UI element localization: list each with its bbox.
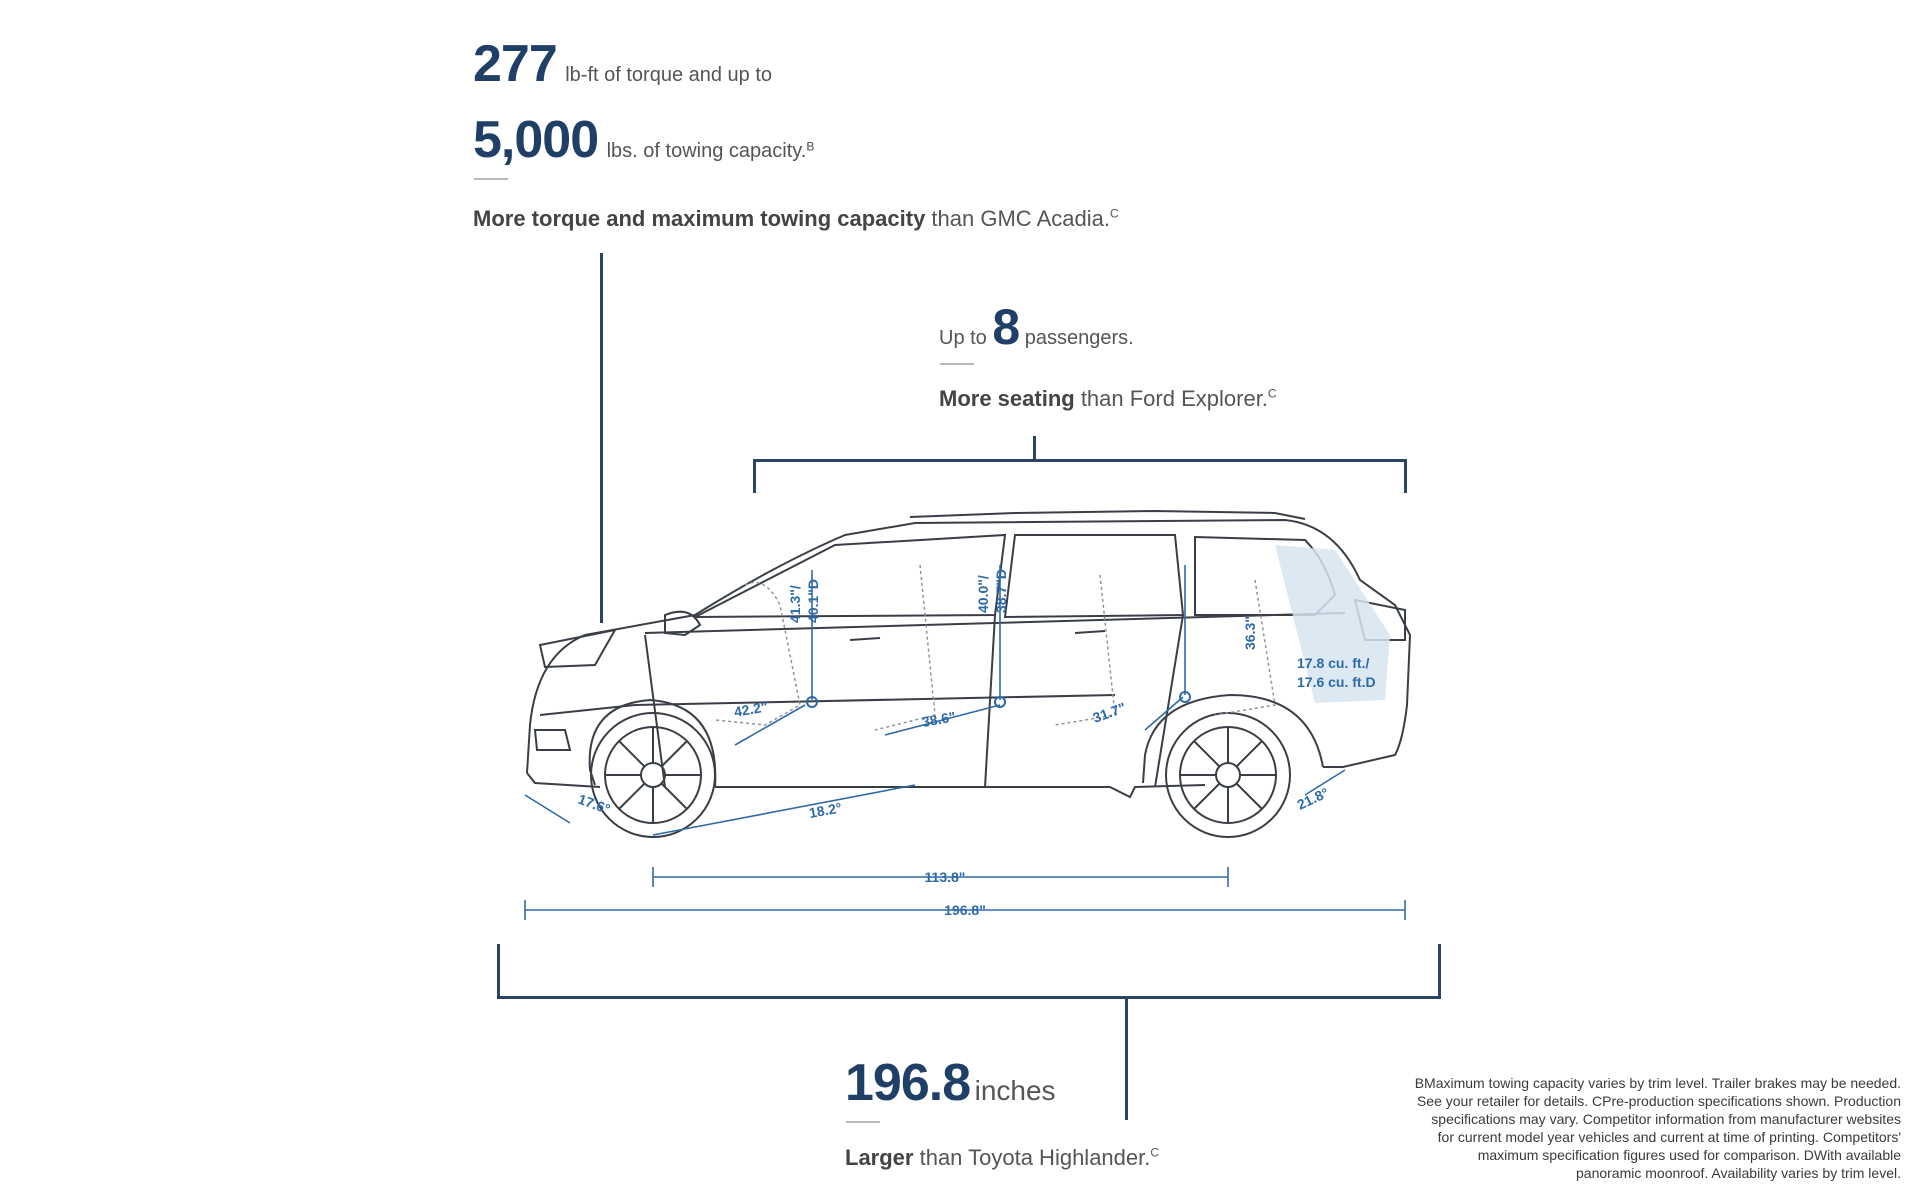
passengers-stat: Up to 8 passengers. [939, 298, 1134, 356]
torque-statement: More torque and maximum towing capacity … [473, 206, 1119, 232]
footnote-line-5: maximum specification figures used for c… [1477, 1147, 1901, 1163]
length-divider [846, 1121, 880, 1123]
seating-statement-rest: than Ford Explorer. [1074, 386, 1268, 411]
length-statement: Larger than Toyota Highlander.C [845, 1145, 1159, 1171]
length-bracket-bottom [497, 996, 1441, 999]
passengers-divider [940, 363, 974, 365]
legroom-rear-label: 31.7" [1091, 699, 1128, 726]
length-statement-rest: than Toyota Highlander. [913, 1145, 1151, 1170]
cargo-label-2: 17.6 cu. ft.D [1297, 674, 1376, 690]
seating-statement-bold: More seating [939, 386, 1075, 411]
passengers-pre: Up to [939, 327, 993, 349]
passenger-bracket-right [1404, 459, 1407, 493]
dimension-lines [524, 565, 1406, 920]
legroom-front-label: 42.2" [733, 698, 769, 720]
torque-divider [474, 178, 508, 180]
headroom-rear-label: 36.3" [1242, 616, 1258, 650]
passenger-bracket-left [753, 459, 756, 493]
torque-leader-line [600, 253, 603, 623]
passengers-value: 8 [992, 299, 1020, 355]
overall-length-label: 196.8" [944, 902, 986, 918]
seat-outlines [714, 564, 1276, 731]
footnote-line-1: BMaximum towing capacity varies by trim … [1414, 1075, 1901, 1091]
towing-value: 5,000 [473, 111, 599, 169]
passenger-bracket-stem [1033, 436, 1036, 459]
length-bracket-right [1438, 944, 1441, 999]
cargo-label-1: 17.8 cu. ft./ [1297, 655, 1369, 671]
towing-text: lbs. of towing capacity. [606, 140, 807, 162]
towing-stat: 5,000 lbs. of towing capacity.B [473, 110, 814, 170]
torque-statement-rest: than GMC Acadia. [925, 206, 1110, 231]
length-unit: inches [974, 1075, 1056, 1106]
footnote: BMaximum towing capacity varies by trim … [1346, 1074, 1901, 1182]
departure-angle-label: 21.8° [1295, 784, 1332, 812]
cargo-area-highlight [1275, 545, 1390, 703]
length-stat: 196.8 inches [845, 1053, 1056, 1113]
torque-stat: 277 lb-ft of torque and up to [473, 34, 772, 94]
footnote-line-6: panoramic moonroof. Availability varies … [1576, 1165, 1901, 1181]
headroom-mid-label-2: 38.7"D [993, 569, 1009, 613]
length-bracket-left [497, 944, 500, 999]
passenger-bracket-top [753, 459, 1407, 462]
approach-angle-label: 17.6° [576, 791, 612, 817]
torque-statement-note: C [1109, 206, 1119, 221]
footnote-line-3: specifications may vary. Competitor info… [1431, 1111, 1901, 1127]
headroom-front-label: 41.3"/ [787, 585, 803, 623]
front-wheel [590, 712, 716, 838]
dimension-points [806, 691, 1191, 708]
breakover-angle-label: 18.2° [808, 799, 843, 820]
passengers-post: passengers. [1019, 327, 1134, 349]
towing-note: B [806, 139, 815, 154]
torque-text: lb-ft of torque and up to [565, 64, 773, 86]
vehicle-outline [526, 509, 1412, 799]
footnote-line-2: See your retailer for details. CPre-prod… [1416, 1093, 1901, 1109]
headroom-mid-label: 40.0"/ [975, 575, 991, 613]
dimension-labels: 41.3"/ 40.1"D 40.0"/ 38.7"D 36.3" 42.2" … [576, 569, 1376, 918]
footnote-line-4: for current model year vehicles and curr… [1437, 1129, 1901, 1145]
legroom-mid-label: 38.6" [921, 708, 957, 730]
length-bracket-stem [1125, 996, 1128, 1120]
headroom-front-label-2: 40.1"D [805, 579, 821, 623]
wheelbase-label: 113.8" [925, 869, 966, 885]
length-value: 196.8 [845, 1054, 971, 1112]
torque-value: 277 [473, 35, 558, 93]
length-statement-note: C [1150, 1145, 1160, 1160]
rear-wheel [1165, 712, 1291, 838]
torque-statement-bold: More torque and maximum towing capacity [473, 206, 926, 231]
vehicle-side-diagram: 41.3"/ 40.1"D 40.0"/ 38.7"D 36.3" 42.2" … [524, 509, 1412, 920]
length-statement-bold: Larger [845, 1145, 914, 1170]
seating-statement-note: C [1267, 386, 1277, 401]
seating-statement: More seating than Ford Explorer.C [939, 386, 1277, 412]
